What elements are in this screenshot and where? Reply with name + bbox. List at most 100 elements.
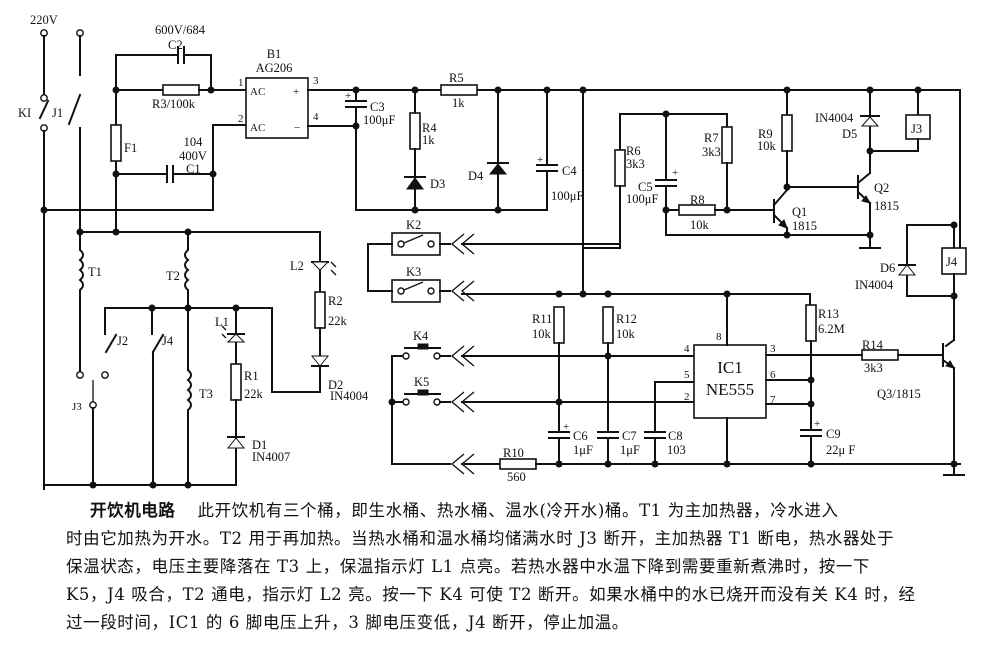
r2-value: 22k xyxy=(328,314,348,328)
r7-ref: R7 xyxy=(704,131,719,145)
q2-ref: Q2 xyxy=(874,181,889,195)
d1-part: IN4007 xyxy=(252,450,290,464)
b1-ref: B1 xyxy=(267,47,282,61)
j4-coil-ref: J4 xyxy=(946,255,958,269)
r8-value: 10k xyxy=(690,218,710,232)
c8-value: 103 xyxy=(667,443,686,457)
l1-ref: L1 xyxy=(215,315,229,329)
svg-text:1: 1 xyxy=(238,77,244,89)
c4-ref: C4 xyxy=(562,164,577,178)
caption-line-5: 过一段时间，IC1 的 6 脚电压上升，3 脚电压变低，J4 断开，停止加温。 xyxy=(66,613,629,632)
r12-ref: R12 xyxy=(616,312,637,326)
r13-value: 6.2M xyxy=(818,322,845,336)
f1-ref: F1 xyxy=(124,141,137,155)
c7-value: 1μF xyxy=(620,443,640,457)
svg-text:−: − xyxy=(294,122,300,134)
j1-switch-blade xyxy=(67,93,82,126)
c2-ref: C2 xyxy=(168,38,183,52)
q3-label: Q3/1815 xyxy=(877,387,921,401)
r8-ref: R8 xyxy=(690,193,705,207)
j4-label: J4 xyxy=(162,334,174,348)
r6-ref: R6 xyxy=(626,144,641,158)
dc-supply: + C3 100μF R4 1k D3 R5 1k D4 + C4 100μF xyxy=(345,71,587,296)
t3-ref: T3 xyxy=(199,387,213,401)
k4-pushbutton[interactable] xyxy=(402,352,410,360)
j2-label: J2 xyxy=(117,334,128,348)
r1-ref: R1 xyxy=(244,369,259,383)
d5-part: IN4004 xyxy=(815,111,854,125)
r4-value: 1k xyxy=(422,133,435,147)
k1-switch-blade[interactable] xyxy=(38,99,50,120)
d6-part: IN4004 xyxy=(855,278,894,292)
circuit-schematic: 220V KI J1 600V/684 C2 R3/100k F1 xyxy=(18,13,967,490)
svg-text:8: 8 xyxy=(716,331,722,343)
q2-part: 1815 xyxy=(874,199,899,213)
b1-part: AG206 xyxy=(256,61,293,75)
r6-value: 3k3 xyxy=(626,157,645,171)
float-switches: K2 K3 xyxy=(367,218,811,303)
q1-part: 1815 xyxy=(792,219,817,233)
d2-part: IN4004 xyxy=(330,389,369,403)
k1-label: KI xyxy=(18,106,31,120)
svg-text:+: + xyxy=(293,86,299,98)
t1-heater xyxy=(78,231,84,373)
svg-text:+: + xyxy=(814,418,820,430)
svg-text:7: 7 xyxy=(770,394,776,406)
c1-rating: 400V xyxy=(179,149,207,163)
c9-value: 22μ F xyxy=(826,443,855,457)
k2-ref: K2 xyxy=(406,218,421,232)
svg-text:4: 4 xyxy=(313,111,319,123)
c3-ref: C3 xyxy=(370,100,385,114)
r12-value: 10k xyxy=(616,327,636,341)
r9-ref: R9 xyxy=(758,127,773,141)
d3-ref: D3 xyxy=(430,177,445,191)
svg-text:+: + xyxy=(563,421,569,433)
t2-ref: T2 xyxy=(166,269,180,283)
svg-text:+: + xyxy=(537,154,543,166)
caption-line-1: 开饮机电路此开饮机有三个桶，即生水桶、热水桶、温水(冷开水)桶。T1 为主加热器… xyxy=(90,501,839,520)
svg-text:+: + xyxy=(672,167,678,179)
k3-ref: K3 xyxy=(406,265,421,279)
r3-label: R3/100k xyxy=(152,97,196,111)
r2-ref: R2 xyxy=(328,294,343,308)
svg-text:5: 5 xyxy=(684,369,690,381)
c5-value: 100μF xyxy=(626,192,658,206)
c7-ref: C7 xyxy=(622,429,637,443)
input-filter-network: 600V/684 C2 R3/100k F1 104 400V C1 xyxy=(40,23,246,233)
svg-text:+: + xyxy=(345,90,351,102)
q1-ref: Q1 xyxy=(792,205,807,219)
c1-ref: C1 xyxy=(186,162,201,176)
c6-value: 1μF xyxy=(573,443,593,457)
c8-ref: C8 xyxy=(668,429,683,443)
d6-ref: D6 xyxy=(880,261,895,275)
caption-title: 开饮机电路 xyxy=(90,501,176,520)
svg-text:2: 2 xyxy=(238,113,244,125)
relay-j4-driver: D6 IN4004 J4 Q3/1815 R14 3k3 xyxy=(855,221,967,476)
r5-value: 1k xyxy=(452,96,465,110)
c6-ref: C6 xyxy=(573,429,588,443)
svg-text:6: 6 xyxy=(770,369,776,381)
r14-ref: R14 xyxy=(862,338,884,352)
k5-pushbutton[interactable] xyxy=(402,398,410,406)
d4-ref: D4 xyxy=(468,169,484,183)
r13-ref: R13 xyxy=(818,307,839,321)
mains-input: 220V KI J1 xyxy=(18,13,84,490)
caption-line-2: 时由它加热为开水。T2 用于再加热。当热水桶和温水桶均储满水时 J3 断开，主加… xyxy=(66,529,895,548)
caption-line-3: 保温状态，电压主要降落在 T3 上，保温指示灯 L1 点亮。若热水器中水温下降到… xyxy=(66,557,871,576)
svg-text:AC: AC xyxy=(250,86,265,98)
svg-text:AC: AC xyxy=(250,122,265,134)
svg-text:2: 2 xyxy=(684,391,690,403)
r10-value: 560 xyxy=(507,470,526,484)
c2-value: 600V/684 xyxy=(155,23,206,37)
svg-text:3: 3 xyxy=(313,75,319,87)
l2-ref: L2 xyxy=(290,259,304,273)
d2-ref: D2 xyxy=(328,378,343,392)
c4-value: 100μF xyxy=(551,189,583,203)
j4-switch-blade xyxy=(151,333,165,354)
t3-heater xyxy=(186,368,192,486)
j3-label: J3 xyxy=(72,401,82,413)
k5-ref: K5 xyxy=(414,375,429,389)
t1-ref: T1 xyxy=(88,265,102,279)
ic1-ref: IC1 xyxy=(717,358,743,377)
timer-section: R11 10k R12 10k K4 K5 R10 560 xyxy=(388,290,961,484)
